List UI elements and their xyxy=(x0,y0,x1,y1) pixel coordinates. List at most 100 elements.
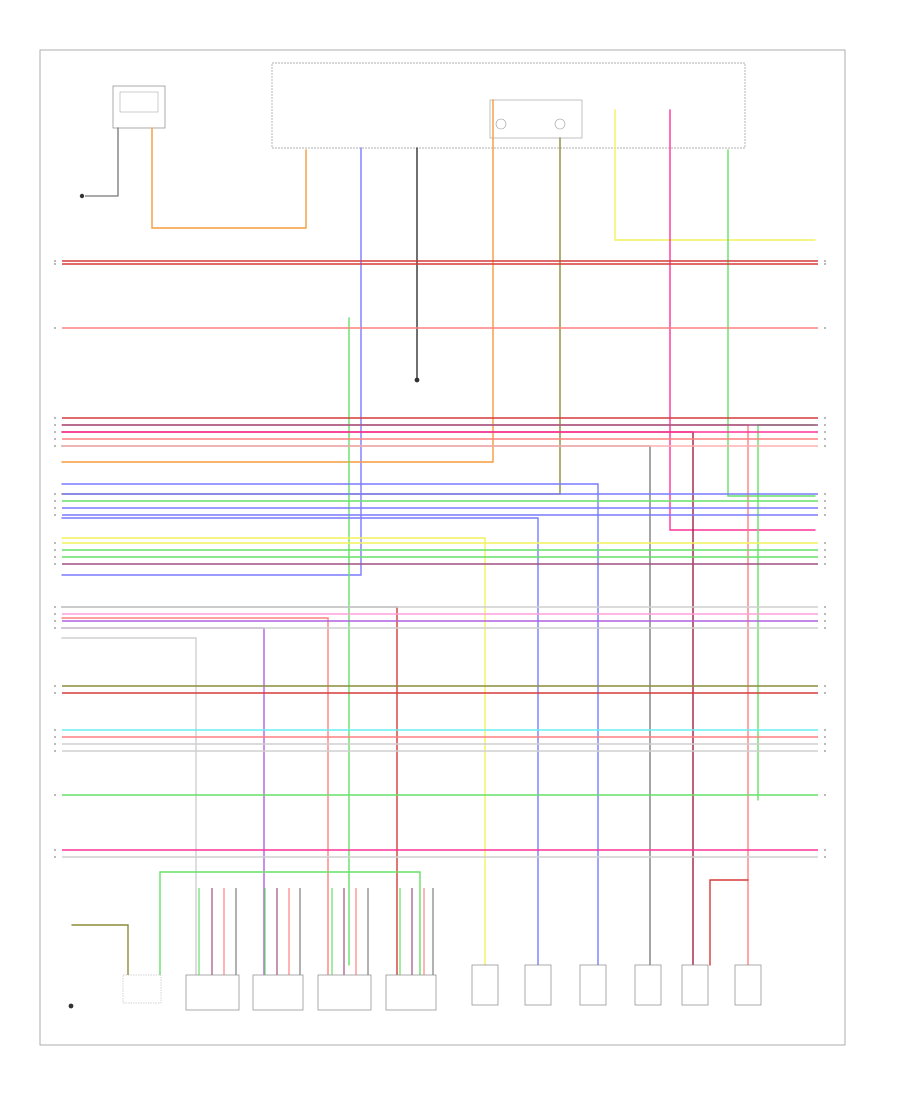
bus-pin xyxy=(824,514,826,516)
bus-pin xyxy=(824,729,826,731)
wire xyxy=(727,149,816,497)
wire xyxy=(61,627,265,976)
wire xyxy=(61,137,561,495)
bus-pin xyxy=(54,493,56,495)
bus-pin xyxy=(54,424,56,426)
bus-pin xyxy=(54,549,56,551)
bus-pin xyxy=(54,263,56,265)
bus-pin xyxy=(824,549,826,551)
bus-pin xyxy=(54,794,56,796)
bottom-sensor-5 xyxy=(681,964,709,1006)
instrument-cluster xyxy=(271,62,746,149)
bus-pin xyxy=(824,606,826,608)
bus-pin xyxy=(54,729,56,731)
bus-pin xyxy=(54,438,56,440)
bus-pin xyxy=(54,431,56,433)
bus-pin xyxy=(54,417,56,419)
bottom-connector-2 xyxy=(252,974,304,1011)
bus-pin xyxy=(54,507,56,509)
bus-pin xyxy=(824,620,826,622)
bus-pin xyxy=(54,606,56,608)
bus-pin xyxy=(824,507,826,509)
bus-pin xyxy=(824,327,826,329)
ground-node-mid xyxy=(414,377,420,383)
bus-pin xyxy=(824,260,826,262)
bus-pin xyxy=(54,260,56,262)
bus-pin xyxy=(54,613,56,615)
bus-pin xyxy=(824,500,826,502)
bus-pin xyxy=(54,563,56,565)
bus-pin xyxy=(54,856,56,858)
cluster-bulb-2 xyxy=(554,118,566,130)
bus-pin xyxy=(824,542,826,544)
bus-pin xyxy=(54,736,56,738)
bus-pin xyxy=(54,542,56,544)
bus-pin xyxy=(54,556,56,558)
bottom-connector-box xyxy=(122,974,162,1004)
bus-pin xyxy=(824,445,826,447)
bus-pin xyxy=(54,692,56,694)
bus-pin xyxy=(824,493,826,495)
bus-pin xyxy=(824,431,826,433)
wire xyxy=(61,483,599,966)
ground-symbol-top-left xyxy=(79,193,85,199)
wire xyxy=(61,445,651,966)
bus-pin xyxy=(54,685,56,687)
wire xyxy=(71,924,129,976)
wire xyxy=(614,109,816,241)
bus-pin xyxy=(54,750,56,752)
bus-pin xyxy=(824,438,826,440)
bus-pin xyxy=(54,620,56,622)
cluster-inner-module xyxy=(489,99,583,139)
bus-pin xyxy=(824,556,826,558)
cluster-bulb-1 xyxy=(495,118,507,130)
bottom-connector-4 xyxy=(385,974,437,1011)
bus-pin xyxy=(54,514,56,516)
bus-pin xyxy=(824,263,826,265)
wire xyxy=(61,424,749,966)
bus-pin xyxy=(824,424,826,426)
wire xyxy=(709,879,749,966)
wire xyxy=(151,127,307,229)
bus-pin xyxy=(824,856,826,858)
bus-pin xyxy=(824,563,826,565)
wire xyxy=(61,637,197,976)
bottom-sensor-1 xyxy=(471,964,499,1006)
bottom-ground-component xyxy=(68,1003,74,1009)
bottom-sensor-4 xyxy=(634,964,662,1006)
bus-pin xyxy=(824,750,826,752)
wire xyxy=(61,537,486,966)
bus-pin xyxy=(824,743,826,745)
bus-pin xyxy=(54,327,56,329)
bus-pin xyxy=(824,685,826,687)
top-left-module xyxy=(79,85,166,199)
wire xyxy=(159,871,421,976)
wire xyxy=(669,109,816,531)
bus-pin xyxy=(824,692,826,694)
bus-layer xyxy=(54,260,826,858)
bus-pin xyxy=(824,849,826,851)
bus-pin xyxy=(824,613,826,615)
bottom-connector-1 xyxy=(185,974,240,1011)
diagram-frame xyxy=(39,49,846,1046)
bus-pin xyxy=(824,417,826,419)
bus-pin xyxy=(54,627,56,629)
wire-layer xyxy=(61,99,816,976)
bus-pin xyxy=(824,736,826,738)
bottom-sensor-3 xyxy=(579,964,607,1006)
bottom-sensor-2 xyxy=(524,964,552,1006)
wire xyxy=(61,517,539,966)
bottom-component-layer xyxy=(68,964,762,1011)
bus-pin xyxy=(54,743,56,745)
bus-pin xyxy=(54,445,56,447)
bus-pin xyxy=(824,627,826,629)
bus-pin xyxy=(54,849,56,851)
bottom-sensor-6 xyxy=(734,964,762,1006)
wire xyxy=(61,99,494,463)
bottom-connector-3 xyxy=(317,974,372,1011)
wire xyxy=(61,617,329,976)
bus-pin xyxy=(824,794,826,796)
wire xyxy=(61,147,362,576)
bus-pin xyxy=(54,500,56,502)
